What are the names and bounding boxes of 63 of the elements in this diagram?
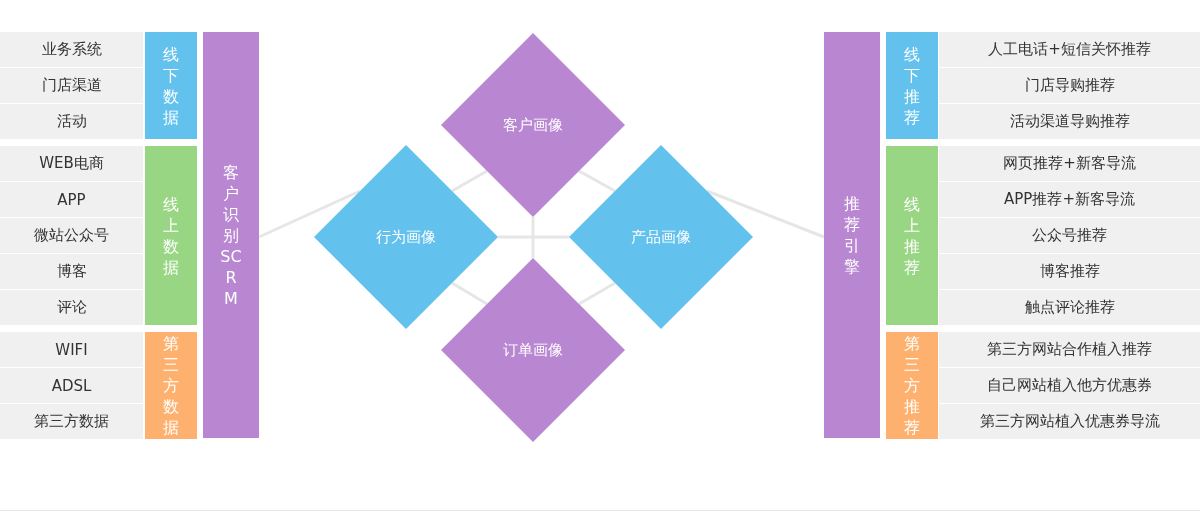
cell-label: 自己网站植入他方优惠券: [987, 376, 1152, 395]
bar-label: 线上推荐: [903, 193, 921, 278]
cell-label: 评论: [56, 298, 87, 317]
connector-line: [578, 169, 616, 193]
cell-label: 业务系统: [41, 40, 102, 59]
diamond-label: 产品画像: [630, 227, 692, 247]
cell-label: APP推荐+新客导流: [1004, 190, 1135, 209]
cell-label: APP: [57, 190, 86, 209]
bar-label: 线下数据: [162, 43, 180, 128]
connector-line: [451, 281, 488, 306]
bar-label: 客户识别SCRM: [220, 161, 242, 309]
cell-label: ADSL: [51, 376, 92, 395]
recommendation-cell: [939, 68, 1200, 103]
cell-label: 第三方网站合作植入推荐: [987, 340, 1152, 359]
diamond-label: 客户画像: [502, 115, 564, 135]
connector-line: [258, 189, 361, 239]
cell-label: 微站公众号: [34, 226, 109, 245]
cell-label: WEB电商: [39, 154, 104, 173]
recommendation-cell: [939, 104, 1200, 139]
cell-label: 活动渠道导购推荐: [1009, 112, 1130, 131]
cell-label: 第三方数据: [34, 412, 109, 431]
recommendation-cell: [939, 182, 1200, 217]
cell-label: 活动: [56, 112, 87, 131]
cell-label: 博客: [56, 262, 87, 281]
recommendation-cell: [939, 254, 1200, 289]
recommendation-cell: [939, 290, 1200, 325]
category-bar: [145, 32, 197, 139]
recommendation-cell: [939, 404, 1200, 439]
category-bar: [145, 332, 197, 439]
recommendation-cell: [939, 146, 1200, 181]
profile-diamond: [569, 145, 753, 329]
cell-label: WIFI: [55, 340, 88, 359]
category-bar: [203, 32, 259, 438]
category-bar: [886, 332, 938, 439]
connector-line: [451, 169, 488, 193]
category-bar: [145, 146, 197, 325]
cell-label: 触点评论推荐: [1024, 298, 1115, 317]
diamond-label: 行为画像: [375, 227, 437, 247]
profile-diamond: [314, 145, 498, 329]
recommendation-cell: [939, 368, 1200, 403]
cell-label: 人工电话+短信关怀推荐: [988, 40, 1151, 59]
bar-label: 推荐引擎: [843, 193, 861, 277]
category-bar: [824, 32, 880, 438]
recommendation-cell: [939, 332, 1200, 367]
cell-label: 公众号推荐: [1032, 226, 1107, 245]
bar-label: 线上数据: [162, 193, 180, 278]
cell-label: 博客推荐: [1039, 262, 1100, 281]
bar-label: 第三方推荐: [903, 333, 921, 438]
category-bar: [886, 32, 938, 139]
connector-line: [578, 281, 616, 306]
bar-label: 第三方数据: [162, 333, 180, 438]
cell-label: 网页推荐+新客导流: [1003, 154, 1136, 173]
bar-label: 线下推荐: [903, 43, 921, 128]
cell-label: 第三方网站植入优惠券导流: [979, 412, 1160, 431]
profile-diamond: [441, 33, 625, 217]
profile-diamond: [441, 258, 625, 442]
recommendation-cell: [939, 32, 1200, 67]
diamond-label: 订单画像: [502, 340, 564, 360]
cell-label: 门店导购推荐: [1024, 76, 1115, 95]
category-bar: [886, 146, 938, 325]
connector-line: [706, 189, 825, 239]
recommendation-cell: [939, 218, 1200, 253]
cell-label: 门店渠道: [41, 76, 102, 95]
